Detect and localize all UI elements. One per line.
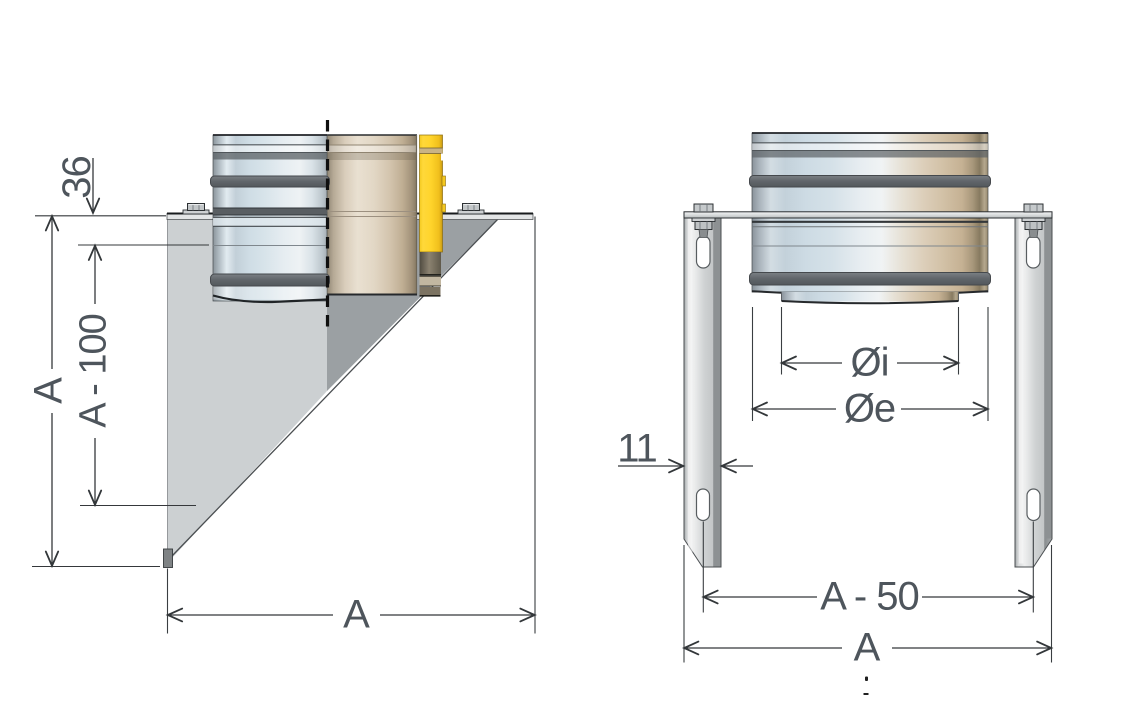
- plate-bolt-right: [457, 203, 485, 215]
- inner-liner-pipe: [210, 134, 330, 304]
- plate-bolt-left: [182, 203, 210, 215]
- slot-left-top: [695, 235, 711, 269]
- strap-bolt-left: [691, 203, 716, 238]
- collar-section: [419, 252, 441, 297]
- front-view: Øi Øe 11 A - 50: [617, 132, 1054, 695]
- dim-total-width-front: A: [682, 626, 1054, 670]
- dim-label-11: 11: [617, 427, 657, 471]
- dim-label-oi: Øi: [851, 341, 889, 385]
- bracket-bar-right: [1014, 212, 1053, 568]
- outer-shell-section: [327, 134, 418, 296]
- slot-right-bottom: [1026, 488, 1041, 522]
- bracket-bar-left: [683, 212, 722, 568]
- dim-label-width-A-front: A: [854, 626, 881, 670]
- dim-label-A-50: A - 50: [820, 575, 919, 619]
- dim-label-width-A-side: A: [343, 593, 370, 637]
- dim-outer-diameter: Øe: [750, 387, 990, 431]
- gusset-bottom-tab: [163, 548, 173, 568]
- dim-label-oe: Øe: [844, 387, 895, 431]
- strap-bolt-right: [1021, 203, 1046, 238]
- dim-total-height: A: [27, 213, 71, 569]
- gusset-hypotenuse-edge: [171, 218, 499, 557]
- gasket-ring-lower: [210, 273, 330, 287]
- clamp-strap: [683, 211, 1053, 219]
- gusset-front-light: [167, 219, 327, 557]
- artifact-dot: [865, 676, 868, 681]
- gasket-ring-lower-front: [749, 272, 991, 286]
- dim-bracket-thickness: 11: [617, 427, 753, 474]
- dim-label-height-A: A: [27, 377, 71, 404]
- dim-inner-diameter: Øi: [779, 341, 961, 385]
- artifact-dash: [863, 693, 869, 695]
- dim-label-36: 36: [55, 156, 99, 199]
- dim-label-A-100: A - 100: [73, 314, 115, 427]
- insulation-section: [419, 134, 446, 253]
- dim-reduced-height: A - 100: [73, 243, 115, 508]
- gasket-ring-upper: [210, 175, 330, 188]
- dim-plate-offset: 36: [55, 156, 101, 216]
- slot-left-bottom: [695, 488, 711, 522]
- side-view: 36 A A - 100 A: [27, 120, 537, 637]
- gasket-ring-upper-front: [749, 175, 991, 188]
- dim-slot-spacing: A - 50: [701, 575, 1036, 619]
- dim-total-width-side: A: [165, 593, 537, 637]
- slot-right-top: [1025, 235, 1041, 269]
